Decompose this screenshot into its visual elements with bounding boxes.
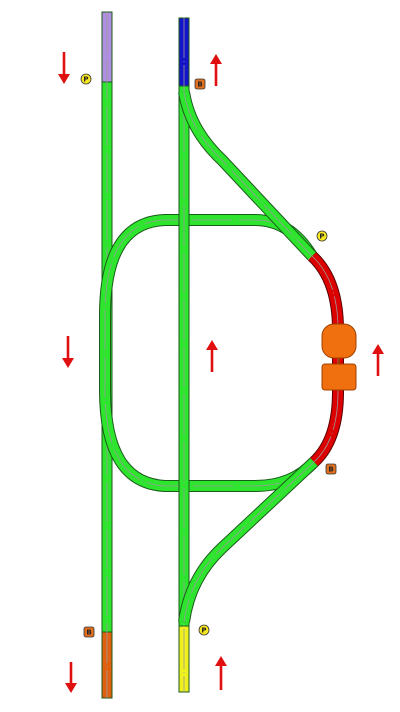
direction-arrow-center-bottom-arrow-up-icon <box>215 656 227 690</box>
center-main-line <box>178 17 190 693</box>
direction-arrow-left-top-arrow-down-icon <box>58 52 70 84</box>
loop-green-block-outline <box>99 214 319 492</box>
direction-arrow-left-bottom-arrow-down-icon <box>65 662 77 693</box>
branch-tracks <box>178 90 319 623</box>
upper-branch-track[interactable] <box>179 91 316 260</box>
lower-branch-centerline <box>183 461 315 623</box>
sensor-marker <box>325 463 337 475</box>
sensor-label: P <box>83 76 88 84</box>
direction-arrow-center-top-arrow-up-icon <box>210 54 222 86</box>
direction-arrow-left-mid-arrow-down-icon <box>62 336 74 368</box>
sensor-marker <box>316 230 328 242</box>
sensor-label: P <box>319 233 324 241</box>
sensor-b-bottom-left[interactable]: B <box>83 626 95 638</box>
sensor-label: B <box>328 466 333 474</box>
sensor-p-bottom-right[interactable]: P <box>198 624 210 636</box>
sensor-label: P <box>201 627 206 635</box>
sensor-label: B <box>197 81 202 89</box>
sensor-label: B <box>86 629 91 637</box>
sensor-p-top-left[interactable]: P <box>80 73 92 85</box>
direction-arrow-center-mid-arrow-up-icon <box>206 340 218 372</box>
loop-track <box>99 214 344 492</box>
sensor-marker <box>83 626 95 638</box>
arrow-head <box>206 340 218 350</box>
arrow-head <box>210 54 222 64</box>
arrow-head <box>372 344 384 354</box>
arrow-head <box>215 656 227 666</box>
sensor-b-top-right[interactable]: B <box>194 78 206 90</box>
arrow-head <box>62 358 74 368</box>
loop-centerline <box>104 219 315 487</box>
direction-arrows-layer <box>58 52 384 693</box>
sensor-marker <box>80 73 92 85</box>
loop-right-block[interactable] <box>308 252 343 466</box>
train-front-car[interactable] <box>321 323 357 359</box>
locomotive-icon[interactable] <box>321 323 357 391</box>
sensors-layer: P B P B B P <box>80 73 337 638</box>
upper-branch-centerline <box>183 91 313 257</box>
loop-green-block[interactable] <box>100 215 318 491</box>
arrow-head <box>65 683 77 693</box>
sensor-p-loop-right[interactable]: P <box>316 230 328 242</box>
sensor-b-loop-lower-right[interactable]: B <box>325 463 337 475</box>
train-rear-car[interactable] <box>321 363 357 391</box>
arrow-head <box>58 74 70 84</box>
sensor-marker <box>198 624 210 636</box>
sensor-marker <box>194 78 206 90</box>
direction-arrow-right-mid-arrow-up-icon <box>372 344 384 376</box>
